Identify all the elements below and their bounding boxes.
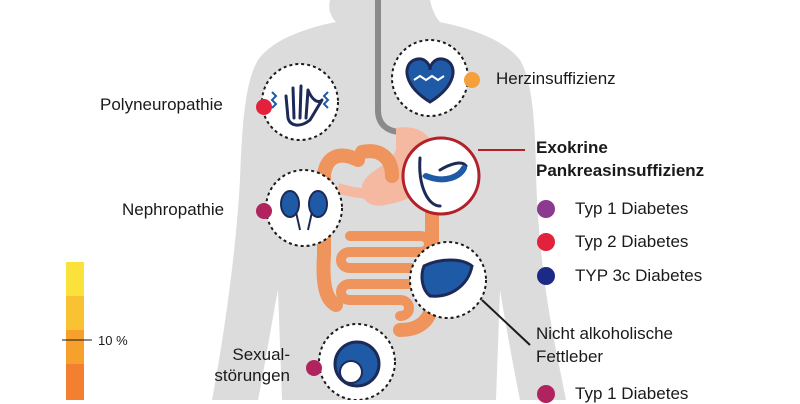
fettleber-title-line2: Fettleber — [536, 347, 604, 366]
legend-exokrine-typ3c: TYP 3c Diabetes — [537, 266, 702, 286]
legend-label: Typ 2 Diabetes — [575, 232, 689, 251]
kidney-icon — [265, 169, 343, 247]
dot-sexualstoerungen — [306, 360, 322, 376]
testes-icon — [318, 323, 396, 400]
legend-fettleber-typ1: Typ 1 Diabetes — [537, 384, 688, 404]
legend-dot — [537, 200, 555, 218]
exokrine-title-line1: Exokrine — [536, 138, 608, 157]
legend-dot — [537, 385, 555, 403]
liver-icon — [409, 241, 487, 319]
legend-label: Typ 1 Diabetes — [575, 199, 689, 218]
legend-dot — [537, 267, 555, 285]
dot-nephropathie — [256, 203, 272, 219]
color-scale — [62, 262, 92, 400]
exokrine-title-line2: Pankreasinsuffizienz — [536, 161, 705, 180]
dot-herzinsuffizienz — [464, 72, 480, 88]
scale-tick-label: 10 % — [98, 333, 128, 348]
pancreas-icon — [401, 136, 481, 216]
label-nephropathie: Nephropathie — [122, 200, 225, 219]
label-polyneuropathie: Polyneuropathie — [100, 95, 223, 114]
legend-exokrine-typ2: Typ 2 Diabetes — [537, 232, 688, 252]
label-sexual-line2: störungen — [214, 366, 290, 385]
legend-dot — [537, 233, 555, 251]
heart-icon — [391, 39, 469, 117]
hand-icon — [261, 63, 339, 141]
label-sexual-line1: Sexual- — [232, 345, 290, 364]
fettleber-title-line1: Nicht alkoholische — [536, 324, 674, 343]
legend-exokrine-typ1: Typ 1 Diabetes — [537, 199, 688, 219]
dot-polyneuropathie — [256, 99, 272, 115]
legend-label: TYP 3c Diabetes — [575, 266, 703, 285]
legend-label: Typ 1 Diabetes — [575, 384, 689, 403]
connector-liver — [481, 299, 531, 346]
label-herzinsuffizienz: Herzinsuffizienz — [496, 69, 616, 88]
